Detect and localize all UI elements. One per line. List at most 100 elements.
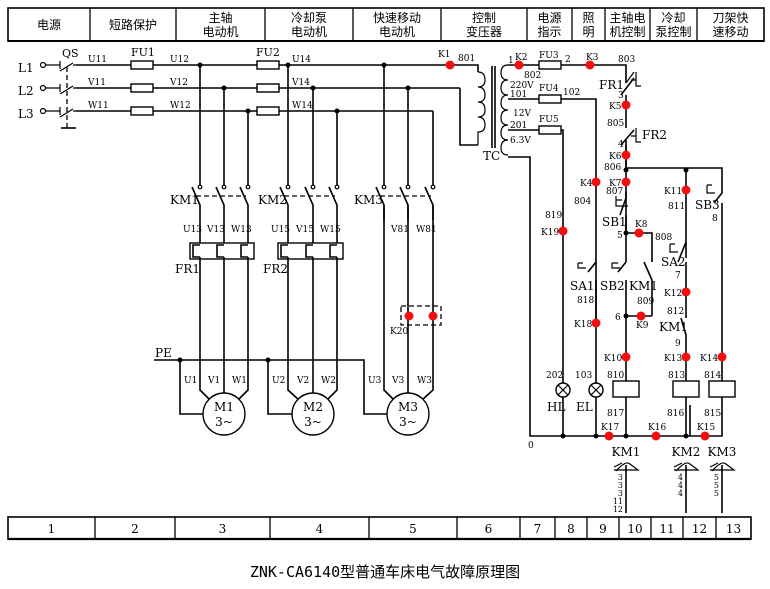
header-text: 短路保护 <box>109 17 157 32</box>
column-number-10: 10 <box>627 522 642 536</box>
test-point-k10[interactable]: K10 <box>604 352 631 365</box>
fu2-label: FU2 <box>256 46 280 59</box>
header-text: 电动机 <box>202 25 238 39</box>
test-point-k13[interactable]: K13 <box>664 352 691 365</box>
coil-km2[interactable] <box>672 380 700 398</box>
control-circuit: FR1 803 3 805 FR2 4 806 SB1 807 5 808 <box>545 55 736 514</box>
contact-ref-number: 5 <box>714 473 719 482</box>
node-6: 6 <box>615 313 621 323</box>
test-point-k9[interactable]: K9 <box>636 311 649 332</box>
terminal-u3: U3 <box>368 376 382 386</box>
terminal-l3 <box>39 107 47 115</box>
fuse-fu5[interactable]: FU5 <box>538 115 562 135</box>
sb2-start-button[interactable]: SB2 <box>600 261 627 316</box>
fr2-contact[interactable]: FR2 <box>620 128 667 146</box>
sb1-stop-button[interactable]: SB1 <box>602 192 628 229</box>
wire-w15: W15 <box>320 225 341 235</box>
wire-u12: U12 <box>170 55 189 65</box>
header-text: 主轴 <box>208 10 232 25</box>
sa1-switch[interactable]: SA1 <box>570 261 597 293</box>
contactor-km1[interactable]: KM1 <box>170 184 251 220</box>
header-text: 冷却泵 <box>291 11 327 25</box>
test-point-k14[interactable]: K14 <box>700 352 727 365</box>
node-805: 805 <box>607 119 624 129</box>
column-number-12: 12 <box>692 522 707 536</box>
header-text: 电源 <box>37 18 61 32</box>
transformer-core <box>491 66 496 148</box>
motor-name: M3 <box>398 400 418 414</box>
sb1-label: SB1 <box>602 215 627 229</box>
coil-km1[interactable] <box>612 380 640 398</box>
test-point-k20a[interactable] <box>404 311 414 321</box>
fuse-fu3[interactable]: FU3 <box>538 51 562 70</box>
node-102: 102 <box>563 88 580 98</box>
test-point-k5[interactable]: K5 <box>609 100 631 113</box>
test-point-k16[interactable]: K16 <box>648 423 666 441</box>
wire-w13: W13 <box>231 225 252 235</box>
test-point-k17[interactable]: K17 <box>601 423 619 441</box>
node-2: 2 <box>565 55 571 65</box>
terminal-u2: U2 <box>272 376 285 386</box>
test-point-k12[interactable]: K12 <box>664 287 691 300</box>
contactor-km3[interactable]: KM3 <box>354 184 436 220</box>
test-point-k15[interactable]: K15 <box>697 423 715 441</box>
sa2-switch[interactable]: SA2 <box>661 241 687 318</box>
node-803: 803 <box>618 55 635 65</box>
distribution-bus: FU2 U14 V14 W14 <box>197 46 478 185</box>
coil-km3[interactable] <box>708 380 736 398</box>
test-point-k19[interactable]: K19 <box>541 226 568 239</box>
km1-aux-contact-2[interactable]: KM1 <box>659 317 688 380</box>
fuse-fu2[interactable]: FU2 <box>256 46 280 116</box>
fuse-fu1[interactable]: FU1 <box>130 46 155 116</box>
fuse-fu4[interactable]: FU4 <box>538 84 562 104</box>
km1-aux-contact[interactable]: KM1 <box>629 261 658 316</box>
test-point-k2[interactable]: K2 <box>514 53 528 70</box>
thermal-relay-fr2[interactable]: FR2 <box>263 220 344 276</box>
transformer-tc: TC 801 1 802 220V 101 12V 201 6.3V <box>450 54 541 163</box>
test-point-k4[interactable]: K4 <box>580 177 601 190</box>
wire-u13: U13 <box>183 225 202 235</box>
test-point-k18[interactable]: K18 <box>574 318 601 331</box>
header-text: 变压器 <box>466 24 502 39</box>
contactor-km2[interactable]: KM2 <box>258 184 340 220</box>
node-806: 806 <box>604 163 621 173</box>
node-812: 812 <box>667 307 684 317</box>
header-text: 电动机 <box>291 25 327 39</box>
test-point-k11[interactable]: K11 <box>664 185 691 198</box>
k20-test-box[interactable]: K20 <box>390 305 442 337</box>
test-point-label: K13 <box>664 354 682 364</box>
thermal-relay-fr1[interactable]: FR1 <box>175 220 255 276</box>
contactor-label: KM1 <box>170 193 199 207</box>
fu3-label: FU3 <box>539 51 559 61</box>
column-number-13: 13 <box>726 522 741 536</box>
test-point-k8[interactable]: K8 <box>634 220 648 238</box>
test-point-k3[interactable]: K3 <box>585 53 599 70</box>
node-0: 0 <box>528 441 534 451</box>
test-point-k1[interactable]: K1 <box>438 50 455 70</box>
contact-ref-number: 4 <box>678 481 683 490</box>
wire-u11: U11 <box>88 55 107 65</box>
test-point-label: K8 <box>635 220 648 230</box>
node-815: 815 <box>704 409 721 419</box>
motor-phase: 3~ <box>215 415 233 429</box>
test-point-k7[interactable]: K7 <box>609 177 631 190</box>
contact-ref-number: 3 <box>618 473 623 482</box>
terminal-u1: U1 <box>184 376 197 386</box>
wire-w11: W11 <box>88 101 109 111</box>
test-point-label: K3 <box>586 53 599 63</box>
header-text: 快速移动 <box>373 11 421 25</box>
motor-m1: M13~ <box>202 392 246 436</box>
column-number-1: 1 <box>48 522 56 536</box>
phase-label-l1: L1 <box>18 61 34 75</box>
sb3-button[interactable]: SB3 <box>695 184 723 380</box>
fr1-contact[interactable]: FR1 <box>599 71 641 96</box>
contact-ref-number: 11 <box>613 497 623 506</box>
test-point-k6[interactable]: K6 <box>609 150 631 163</box>
transformer-label: TC <box>483 149 500 163</box>
test-point-k20b[interactable] <box>428 311 438 321</box>
qs-switch[interactable]: QS <box>46 47 79 129</box>
